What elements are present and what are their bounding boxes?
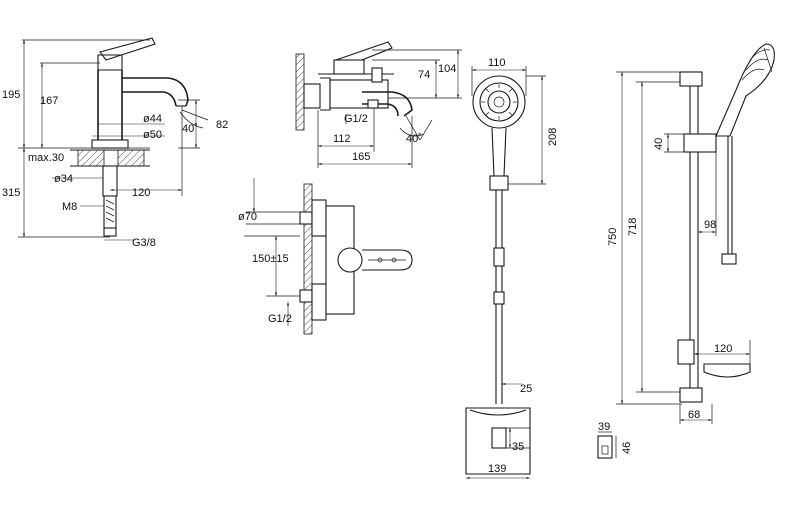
- rail-clip-h-label: 46: [621, 442, 633, 454]
- basin-d-hole-label: ø34: [54, 173, 73, 185]
- shower-length-label: 208: [547, 128, 559, 146]
- bath-reach-spout-label: 112: [333, 133, 351, 145]
- basin-reach-label: 120: [132, 187, 150, 199]
- rail-bracket-d-label: 68: [688, 409, 700, 421]
- basin-h-total-label: 195: [2, 89, 20, 101]
- shower-rail-d-label: 25: [520, 383, 532, 395]
- hand-shower-drawing: [465, 66, 546, 480]
- bath-mixer-drawing: [295, 41, 462, 168]
- basin-d-base-label: ø50: [143, 129, 162, 141]
- shower-base-w-label: 139: [488, 463, 506, 475]
- wall-mixer-drawing: [244, 178, 413, 335]
- rail-holder-h-label: 40: [653, 138, 665, 150]
- basin-h-body-label: 167: [40, 95, 58, 107]
- bath-thread-label: G1/2: [344, 113, 368, 125]
- basin-h-below-label: 315: [2, 187, 20, 199]
- basin-thread-m-label: M8: [62, 201, 77, 213]
- rail-soap-d-label: 120: [714, 343, 732, 355]
- rail-holder-d-label: 98: [704, 219, 716, 231]
- shower-width-label: 110: [488, 57, 506, 69]
- basin-thread-g-label: G3/8: [132, 237, 156, 249]
- bath-h-body-label: 74: [418, 69, 430, 81]
- basin-spout-height-label: 82: [216, 119, 228, 131]
- basin-d-body-label: ø44: [143, 113, 162, 125]
- basin-spout-angle-label: 40˚: [182, 123, 198, 135]
- bath-h-lever-label: 104: [438, 63, 456, 75]
- shower-base-h-label: 35: [512, 441, 524, 453]
- bath-angle-label: 40˚: [406, 133, 422, 145]
- wall-centers-label: 150±15: [252, 253, 289, 265]
- rail-span-label: 718: [627, 218, 639, 236]
- basin-mixer-drawing: [18, 37, 209, 241]
- wall-thread-label: G1/2: [268, 313, 292, 325]
- bath-reach-total-label: 165: [352, 151, 370, 163]
- rail-total-label: 750: [607, 228, 619, 246]
- slide-rail-drawing: [597, 43, 775, 459]
- rail-clip-w-label: 39: [598, 421, 610, 433]
- wall-d-rosette-label: ø70: [238, 211, 257, 223]
- basin-max-thickness-label: max.30: [28, 152, 64, 164]
